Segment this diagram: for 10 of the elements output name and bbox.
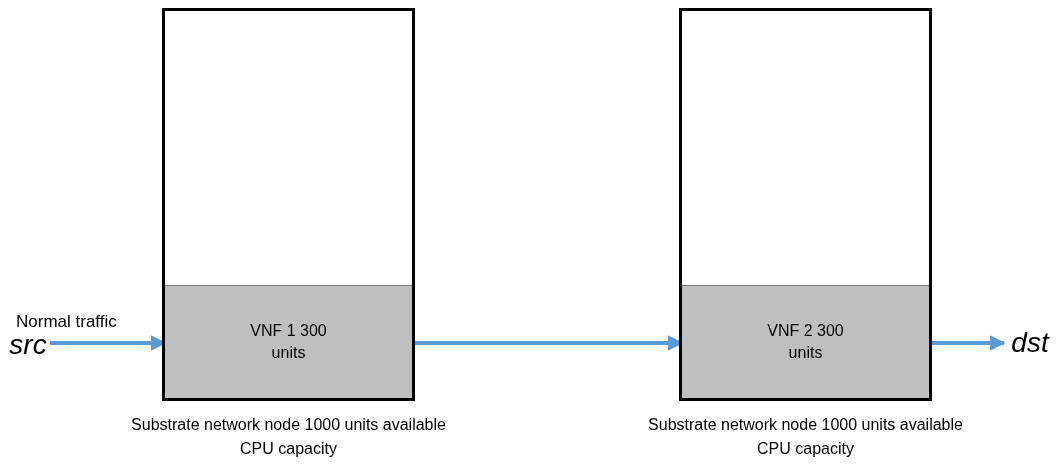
vnf-label: VNF 2 300 units <box>766 321 845 363</box>
vnf-label: VNF 1 300 units <box>249 321 328 363</box>
endpoint-label: dst <box>1011 327 1049 359</box>
endpoint-label: src <box>9 329 47 361</box>
substrate-node-box <box>162 8 415 401</box>
node-caption: Substrate network node 1000 units available CPU capacity <box>130 415 447 459</box>
vnf-box <box>165 285 412 398</box>
substrate-node-box <box>679 8 932 401</box>
vnf-box <box>682 285 929 398</box>
node-caption: Substrate network node 1000 units available CPU capacity <box>647 415 964 459</box>
